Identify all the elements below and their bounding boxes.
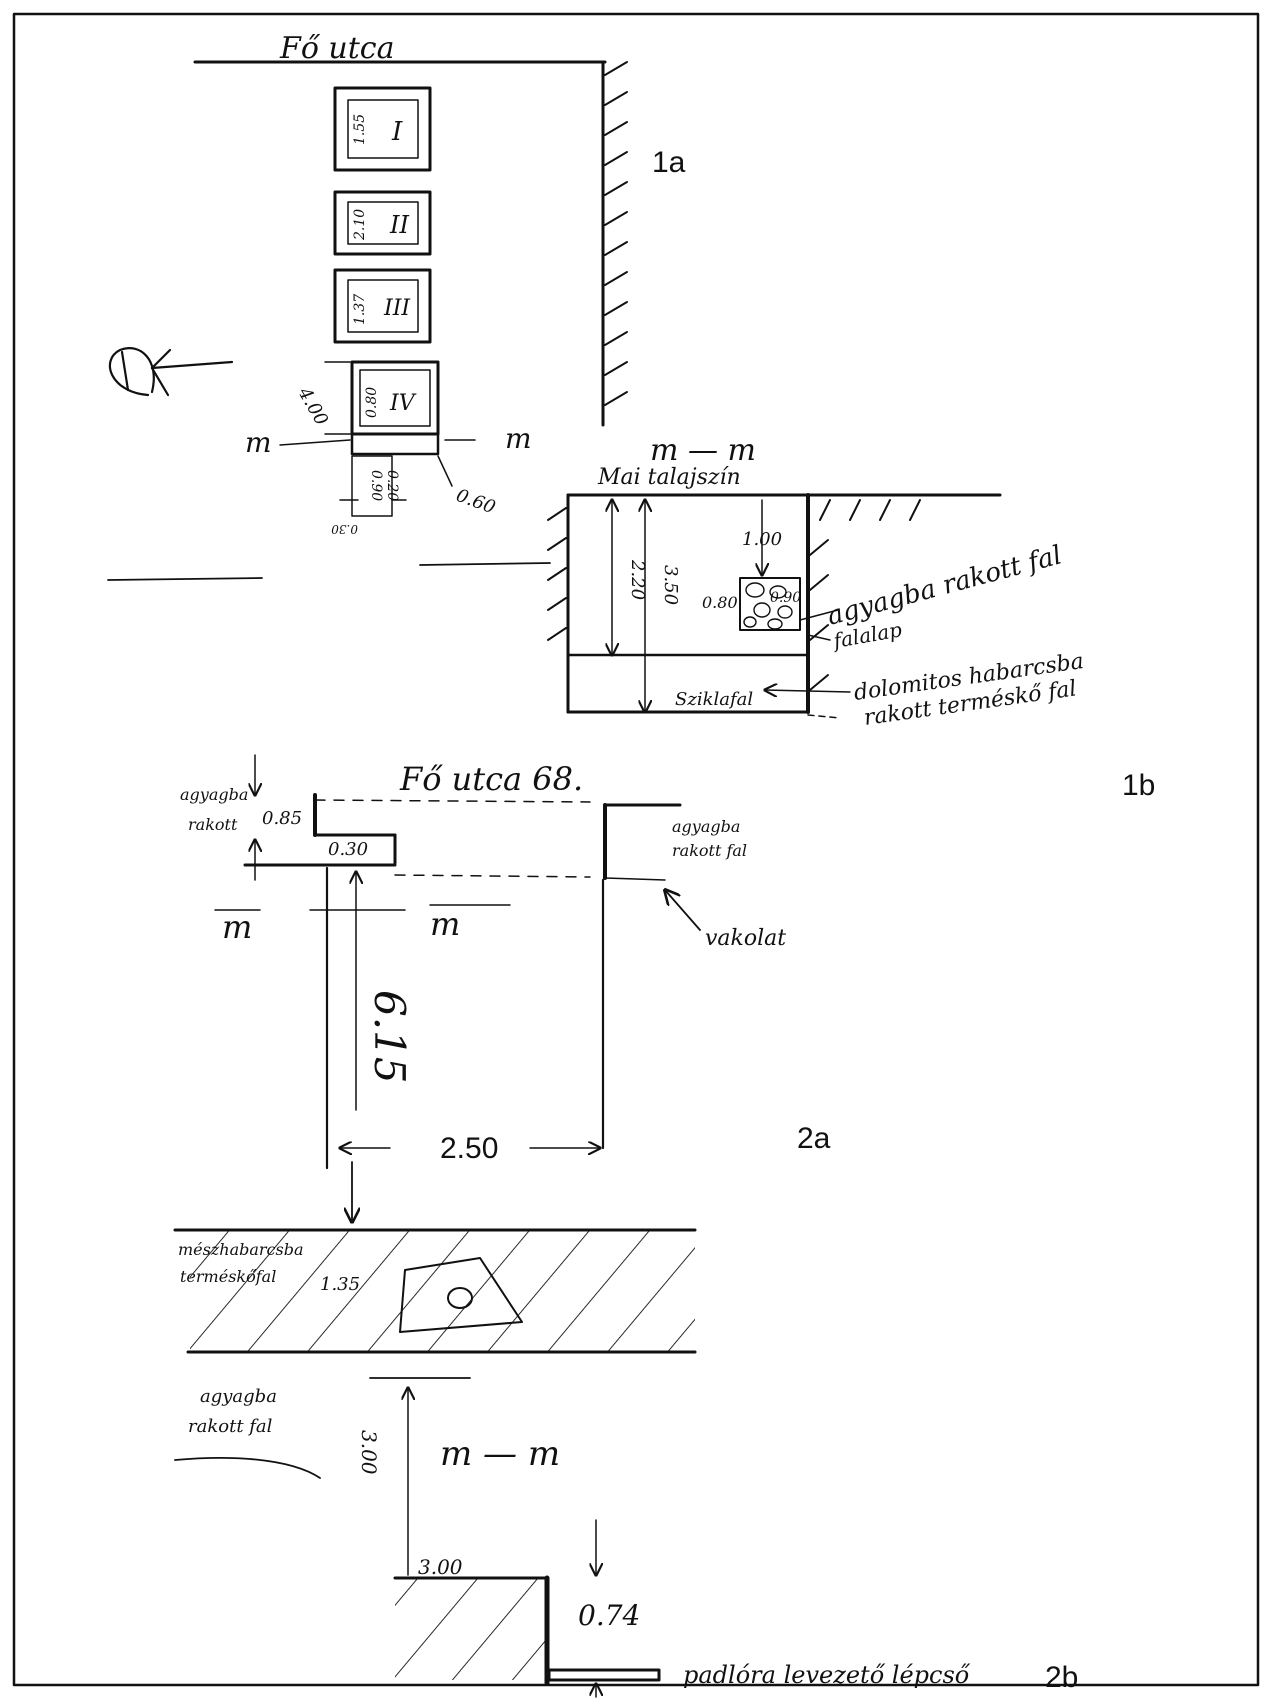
hatched-wall-band xyxy=(350,432,440,456)
clay-wall-bottom-label-1: agyagba xyxy=(200,1386,277,1407)
svg-text:1.55: 1.55 xyxy=(352,114,368,145)
figure-1b-section: m — m Mai talajszín Sziklafal 2.20 3.50 … xyxy=(547,433,1155,802)
clay-wall-bottom-label-2: rakott fal xyxy=(188,1416,273,1437)
stone-wall-band xyxy=(190,1230,695,1352)
dim-0-85: 0.85 xyxy=(262,808,302,829)
section-mark-left-2a: m xyxy=(222,908,252,946)
dim-0-30: 0.30 xyxy=(331,522,358,536)
section-mark-right-1a: m xyxy=(505,422,532,455)
figure-2a-plan: Fő utca 68. agyagba rakott 0.85 0.30 agy… xyxy=(173,754,831,1437)
page-frame xyxy=(12,12,1260,1687)
stone-opening xyxy=(399,1257,523,1333)
figure-label-2b: 2b xyxy=(1045,1661,1078,1694)
section-title-2b: m — m xyxy=(440,1434,560,1474)
stair-label: padlóra levezető lépcső xyxy=(683,1661,971,1689)
svg-text:IV: IV xyxy=(389,391,417,416)
figure-label-1a: 1a xyxy=(652,146,686,179)
room-III: III 1.37 xyxy=(333,268,432,344)
dim-0-90: 0.90 xyxy=(368,470,384,501)
dim-0-60: 0.60 xyxy=(453,485,498,518)
stair-step xyxy=(547,1668,661,1682)
north-arrow xyxy=(108,347,234,397)
svg-text:I: I xyxy=(391,117,403,147)
figure-2b-section: 3.00 m — m 3.00 0.74 padlóra levezető lé… xyxy=(174,1377,1078,1698)
cut-line-left-1 xyxy=(107,577,263,581)
dim-0-74: 0.74 xyxy=(578,1599,640,1632)
figure-label-2a: 2a xyxy=(797,1122,831,1155)
clay-wall-left-label-2: rakott xyxy=(188,815,238,834)
figure-1a-plan: Fő utca 1a I 1.55 II 2.10 III xyxy=(107,31,686,581)
clay-wall-right-label-2: rakott fal xyxy=(672,841,747,860)
section-mark-right-2a: m xyxy=(430,905,460,943)
dim-6-15: 6.15 xyxy=(365,990,414,1084)
stone-wall-label-2: terméskőfal xyxy=(180,1267,276,1286)
dim-0-80: 0.80 xyxy=(702,593,738,612)
clay-wall-right-label-1: agyagba xyxy=(672,817,740,836)
street-label-1a: Fő utca xyxy=(279,31,394,66)
terrain-curve xyxy=(174,1457,321,1479)
clay-wall-left-label-1: agyagba xyxy=(180,785,248,804)
section-mark-left-1a: m xyxy=(245,426,272,459)
svg-text:III: III xyxy=(383,296,411,321)
dim-1-35: 1.35 xyxy=(320,1274,360,1295)
dim-0-20: 0.20 xyxy=(384,470,400,501)
dim-0-30-2a: 0.30 xyxy=(328,839,368,860)
ground-level-label: Mai talajszín xyxy=(597,465,741,490)
wall-foundation-detail xyxy=(351,455,393,517)
svg-text:0.80: 0.80 xyxy=(364,387,380,418)
wall-clay-label: agyagba rakott fal xyxy=(824,540,1065,631)
room-II: II 2.10 xyxy=(333,190,432,256)
figure-label-1b: 1b xyxy=(1122,769,1155,802)
room-IV: IV 0.80 xyxy=(350,360,440,456)
stone-wall-label-1: mészhabarcsba xyxy=(178,1240,304,1259)
svg-text:2.10: 2.10 xyxy=(352,209,368,241)
section-title-1b: m — m xyxy=(650,433,756,468)
room-IV-dimensions: 4.00 m m 0.90 0.20 0.60 0.30 xyxy=(245,361,532,536)
stone-fill xyxy=(743,582,793,630)
dim-2-50: 2.50 xyxy=(440,1132,498,1165)
plaster-label: vakolat xyxy=(705,926,786,951)
dim-1-00: 1.00 xyxy=(742,529,782,550)
dim-4-00: 4.00 xyxy=(293,383,332,429)
room-I: I 1.55 xyxy=(333,86,432,172)
dim-3-00: 3.00 xyxy=(418,1555,463,1579)
dim-0-90-b: 0.90 xyxy=(770,590,801,606)
svg-text:1.37: 1.37 xyxy=(352,294,368,325)
clay-wall-stones xyxy=(739,577,801,631)
street-label-2a: Fő utca 68. xyxy=(399,760,583,798)
cut-line-left-2 xyxy=(419,562,551,566)
left-soil-hatching xyxy=(547,507,567,641)
svg-text:II: II xyxy=(389,211,409,239)
dim-3-50: 3.50 xyxy=(660,565,681,605)
right-soil-hatching xyxy=(809,499,921,691)
floor-label: Sziklafal xyxy=(675,689,753,710)
dim-3-00-vertical: 3.00 xyxy=(357,1430,381,1475)
floor-hatched xyxy=(566,653,810,714)
wall-hatching xyxy=(604,61,628,406)
